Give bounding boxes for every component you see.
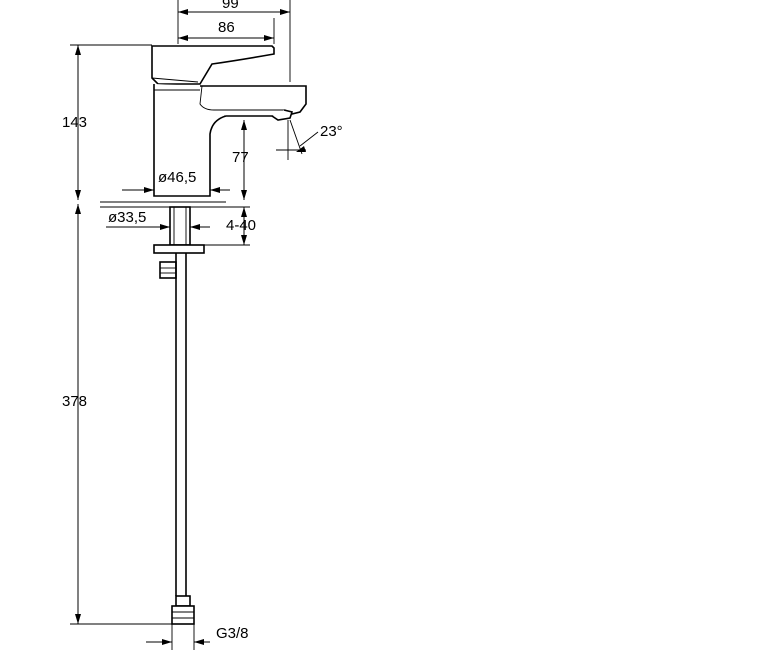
lever-handle	[151, 45, 275, 85]
label-86: 86	[218, 19, 235, 36]
label-diameter-46-5: ø46,5	[158, 169, 196, 186]
faucet-body	[151, 45, 307, 197]
flexible-hose	[171, 253, 195, 625]
valve-housing	[153, 84, 307, 197]
dim-deck-thickness: 4-40	[204, 206, 256, 246]
label-23deg: 23°	[320, 123, 343, 140]
label-77: 77	[232, 149, 249, 166]
dim-spout-width: 86	[178, 18, 275, 44]
label-diameter-33-5: ø33,5	[108, 209, 146, 226]
aerator	[271, 109, 294, 121]
fixing-nut	[153, 244, 205, 254]
dim-connection-thread: G3/8	[146, 624, 249, 650]
dim-body-diameter: ø46,5	[122, 169, 230, 193]
hose-ferrule	[175, 595, 191, 607]
label-143: 143	[62, 114, 87, 131]
dim-shank-diameter: ø33,5	[106, 209, 210, 230]
dim-spout-angle: 23°	[276, 119, 343, 160]
label-378: 378	[62, 393, 87, 410]
dim-hose-length: 378	[62, 204, 172, 625]
label-99: 99	[222, 0, 239, 12]
spout-outlet	[199, 85, 286, 111]
threaded-shank	[169, 206, 191, 246]
label-g3-8: G3/8	[216, 625, 249, 642]
dim-overall-width: 99	[177, 0, 291, 82]
dim-body-height: 143	[62, 44, 152, 200]
hose-fitting-top	[159, 261, 177, 279]
connection-nut	[171, 605, 195, 625]
label-4-40: 4-40	[226, 217, 256, 234]
mounting-assembly	[100, 201, 226, 279]
dim-spout-height: 77	[232, 120, 249, 200]
